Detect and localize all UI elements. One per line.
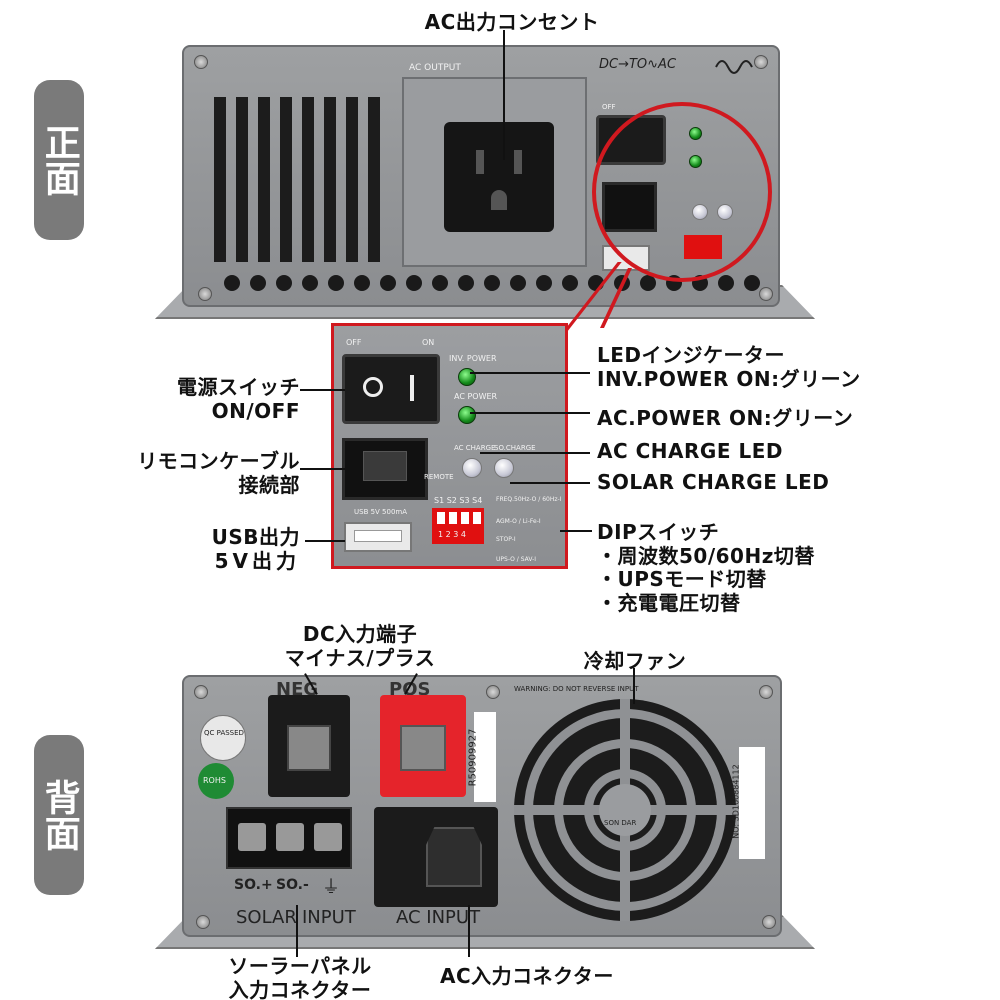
- pos-text: POS: [389, 679, 431, 700]
- screw-icon: [196, 915, 210, 929]
- qc-badge: QC PASSED: [200, 715, 246, 761]
- pointer-line: [300, 468, 345, 470]
- agm-text: AGM-O / Li-Fe-I: [496, 518, 541, 525]
- so-charge-text: SO.CHARGE: [494, 444, 536, 452]
- callout-off-text: OFF: [346, 338, 362, 347]
- screw-icon: [194, 685, 208, 699]
- positive-terminal[interactable]: [380, 695, 466, 797]
- ac-input-connector[interactable]: [374, 807, 498, 907]
- screw-icon: [486, 685, 500, 699]
- pointer-line: [560, 530, 592, 532]
- screw-icon: [762, 915, 776, 929]
- zoom-callout: OFF ON INV. POWER AC POWER REMOTE AC CHA…: [331, 323, 568, 569]
- screw-icon: [198, 287, 212, 301]
- dc-terminal-label: DC入力端子マイナス/プラス: [284, 622, 436, 670]
- power-switch[interactable]: [342, 354, 440, 424]
- pointer-line: [468, 905, 470, 957]
- ac-input-connector-label: AC入力コネクター: [440, 964, 614, 988]
- remote-text: REMOTE: [424, 473, 454, 481]
- dip-switch[interactable]: 1 2 3 4: [432, 508, 484, 544]
- fan-brand-text: SON DAR: [604, 819, 637, 827]
- freq-text: FREQ.50Hz-O / 60Hz-I: [496, 496, 562, 503]
- sine-wave-icon: [715, 60, 753, 74]
- back-tab-label: 背面: [38, 779, 80, 851]
- front-panel: AC OUTPUT DC→TO∿AC OFF: [182, 45, 780, 307]
- so-minus-text: SO.-: [276, 877, 309, 893]
- screw-icon: [194, 55, 208, 69]
- solar-terminal-block[interactable]: [226, 807, 352, 869]
- ground-icon: ⏚: [322, 877, 340, 898]
- rohs-badge: ROHS: [198, 763, 234, 799]
- usb-port[interactable]: [344, 522, 412, 552]
- cooling-fan-label: 冷却ファン: [583, 649, 687, 673]
- pointer-line: [503, 30, 505, 160]
- serial2-text: NO: SD160884112: [731, 764, 741, 839]
- ac-power-label: AC.POWER ON:グリーン: [597, 406, 854, 430]
- stop-text: STOP-I: [496, 536, 516, 543]
- ups-text: UPS-O / SAV-I: [496, 556, 537, 563]
- callout-on-text: ON: [422, 338, 435, 347]
- serial1-text: R50909927: [467, 728, 479, 787]
- front-vent: [214, 97, 394, 267]
- qc-text: QC PASSED: [204, 729, 244, 737]
- dip-switch-label: DIPスイッチ・周波数50/60Hz切替 ・UPSモード切替・充電電圧切替: [597, 520, 815, 615]
- negative-terminal[interactable]: [268, 695, 350, 797]
- so-plus-text: SO.+: [234, 877, 273, 893]
- dip-ids-text: S1 S2 S3 S4: [434, 496, 483, 505]
- ac-power-text: AC POWER: [454, 392, 498, 401]
- ac-charge-led-label: AC CHARGE LED: [597, 439, 783, 463]
- solar-charge-led: [494, 458, 514, 478]
- serial-label: R50909927: [467, 712, 496, 802]
- pointer-line: [470, 372, 590, 374]
- highlight-circle: [592, 102, 772, 282]
- inv-power-led: [458, 368, 476, 386]
- front-tab-label: 正面: [38, 124, 80, 196]
- ac-input-text: AC INPUT: [396, 907, 481, 928]
- back-panel: NEG POS WARNING: DO NOT REVERSE INPUT QC…: [182, 675, 782, 937]
- warning-text: WARNING: DO NOT REVERSE INPUT: [514, 685, 639, 693]
- usb-text: USB 5V 500mA: [354, 508, 408, 516]
- pointer-line: [470, 412, 590, 414]
- ac-power-led: [458, 406, 476, 424]
- pointer-line: [510, 482, 590, 484]
- remote-cable-label: リモコンケーブル接続部: [137, 449, 300, 497]
- rohs-text: ROHS: [203, 776, 226, 785]
- ac-charge-led: [462, 458, 482, 478]
- switch-off-text: OFF: [602, 103, 616, 111]
- front-side-tab: 正面: [34, 80, 84, 240]
- dip-nums-text: 1 2 3 4: [438, 530, 466, 539]
- solar-text: SOLAR: [236, 907, 297, 928]
- solar-charge-led-label: SOLAR CHARGE LED: [597, 470, 830, 494]
- serial2-label: NO: SD160884112: [732, 747, 765, 859]
- pointer-line: [480, 452, 590, 454]
- cooling-fan: SON DAR: [514, 699, 736, 921]
- screw-icon: [754, 55, 768, 69]
- pointer-line: [300, 389, 345, 391]
- ac-output-label: AC OUTPUT: [409, 63, 461, 73]
- screw-icon: [759, 685, 773, 699]
- pointer-line: [633, 668, 635, 704]
- solar-connector-label: ソーラーパネル入力コネクター: [228, 954, 372, 1000]
- input-text: INPUT: [302, 907, 356, 928]
- pointer-line: [296, 905, 298, 957]
- ac-outlet[interactable]: [444, 122, 554, 232]
- back-side-tab: 背面: [34, 735, 84, 895]
- neg-text: NEG: [276, 679, 319, 700]
- ac-charge-text: AC CHARGE: [454, 444, 496, 452]
- screw-icon: [759, 287, 773, 301]
- inv-power-text: INV. POWER: [449, 354, 497, 363]
- dc-to-ac-logo: DC→TO∿AC: [599, 57, 677, 72]
- ac-outlet-label: AC出力コンセント: [424, 10, 600, 34]
- remote-cable-port[interactable]: [342, 438, 428, 500]
- pointer-line: [305, 540, 345, 542]
